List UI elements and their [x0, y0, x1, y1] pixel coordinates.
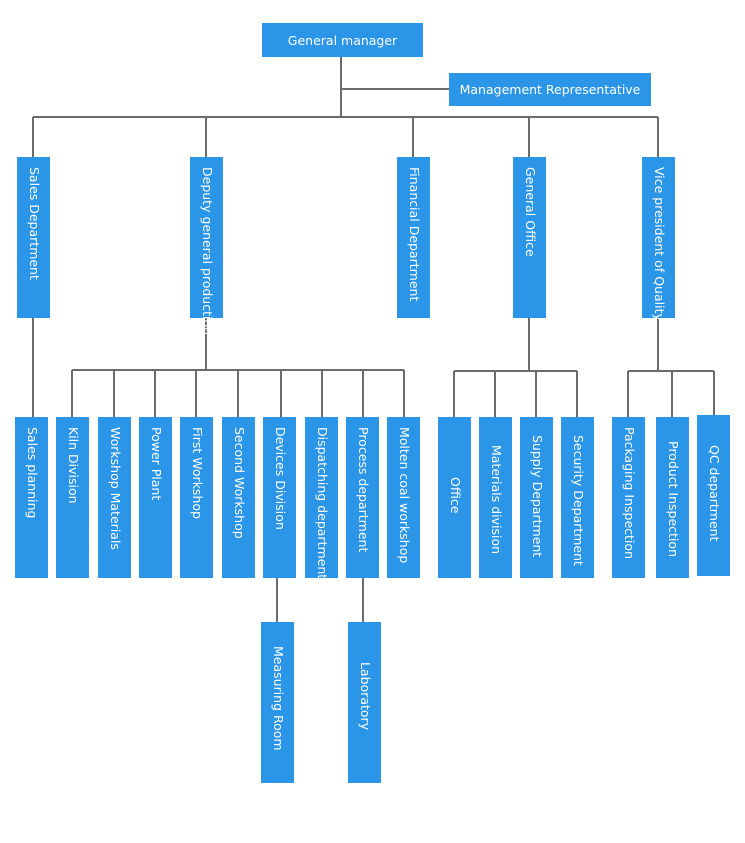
general-office-label: General Office	[522, 167, 538, 257]
dispatching-department-label: Dispatching department	[314, 427, 330, 580]
measuring-room-label: Measuring Room	[270, 646, 286, 751]
workshop-materials-label: Workshop Materials	[107, 427, 123, 550]
financial-department-label: Financial Department	[406, 167, 422, 302]
general-office-box: General Office	[513, 157, 546, 318]
packaging-inspection-label: Packaging Inspection	[621, 427, 637, 559]
management-representative-label: Management Representative	[459, 82, 641, 97]
laboratory-label: Laboratory	[357, 662, 373, 731]
process-department-box: Process department	[346, 417, 379, 578]
security-department-box: Security Department	[561, 417, 594, 578]
financial-department-box: Financial Department	[397, 157, 430, 318]
laboratory-box: Laboratory	[348, 622, 381, 783]
sales-department-box: Sales Department	[17, 157, 50, 318]
sales-department-label: Sales Department	[26, 167, 42, 280]
product-inspection-box: Product Inspection	[656, 417, 689, 578]
product-inspection-label: Product Inspection	[665, 441, 681, 557]
general-manager-box: General manager	[262, 23, 423, 57]
supply-department-box: Supply Department	[520, 417, 553, 578]
first-workshop-box: First Workshop	[180, 417, 213, 578]
sales-planning-box: Sales planning	[15, 417, 48, 578]
security-department-label: Security Department	[570, 435, 586, 566]
sales-planning-label: Sales planning	[24, 427, 40, 519]
materials-division-box: Materials division	[479, 417, 512, 578]
office-label: Office	[447, 477, 463, 514]
dispatching-department-box: Dispatching department	[305, 417, 338, 580]
molten-coal-workshop-box: Molten coal workshop	[387, 417, 420, 578]
power-plant-label: Power Plant	[148, 427, 164, 501]
deputy-general-production-box: Deputy general production	[190, 157, 223, 335]
devices-division-label: Devices Division	[272, 427, 288, 530]
qc-department-box: QC department	[697, 415, 730, 576]
general-manager-label: General manager	[287, 32, 398, 48]
second-workshop-box: Second Workshop	[222, 417, 255, 578]
process-department-label: Process department	[355, 427, 371, 553]
supply-department-label: Supply Department	[529, 435, 545, 558]
vice-president-quality-box: Vice president of Quality	[642, 157, 675, 321]
workshop-materials-box: Workshop Materials	[98, 417, 131, 578]
kiln-division-box: Kiln Division	[56, 417, 89, 578]
packaging-inspection-box: Packaging Inspection	[612, 417, 645, 578]
first-workshop-label: First Workshop	[189, 427, 205, 519]
management-representative-box: Management Representative	[449, 73, 651, 106]
kiln-division-label: Kiln Division	[65, 427, 81, 504]
office-box: Office	[438, 417, 471, 578]
vice-president-quality-label: Vice president of Quality	[651, 167, 667, 321]
molten-coal-workshop-label: Molten coal workshop	[396, 427, 412, 564]
measuring-room-box: Measuring Room	[261, 622, 294, 783]
devices-division-box: Devices Division	[263, 417, 296, 578]
qc-department-label: QC department	[706, 445, 722, 542]
power-plant-box: Power Plant	[139, 417, 172, 578]
deputy-general-production-label: Deputy general production	[199, 167, 215, 336]
materials-division-label: Materials division	[488, 445, 504, 555]
second-workshop-label: Second Workshop	[231, 427, 247, 539]
